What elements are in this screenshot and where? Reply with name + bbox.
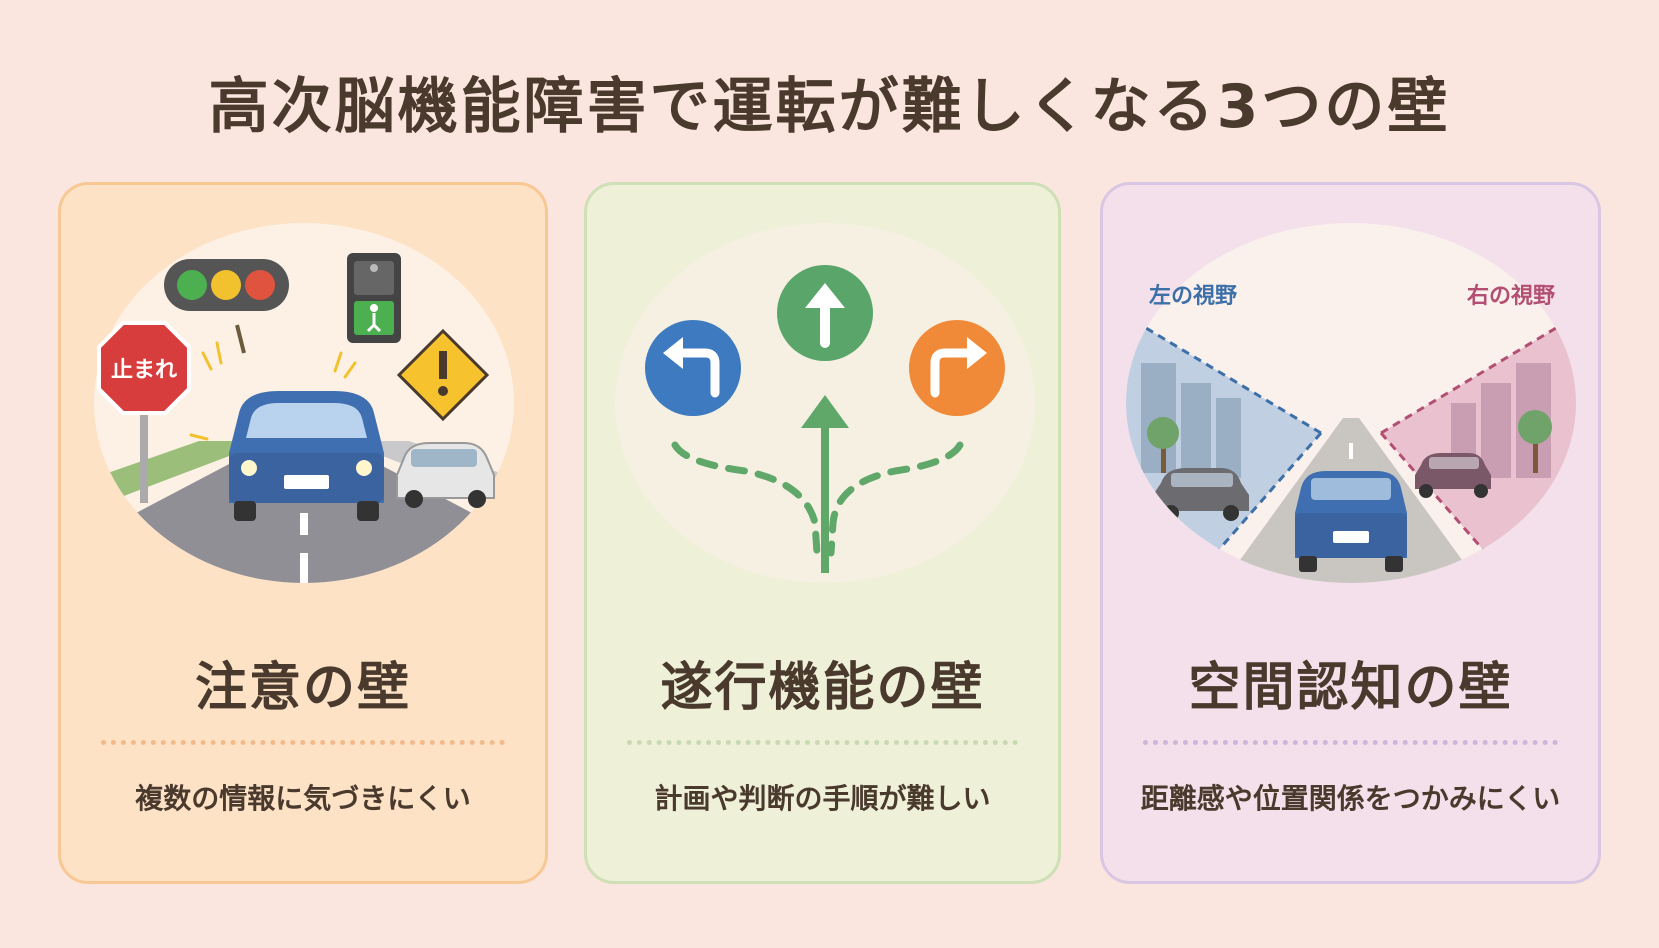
- attention-illustration: 止まれ: [94, 223, 514, 583]
- stop-sign-icon: 止まれ: [97, 321, 191, 503]
- turn-left-icon: [645, 320, 741, 416]
- tree-icon: [1147, 410, 1552, 473]
- card-spatial-cognition: 左の視野 右の視野 空間認知の壁 距離感や位置関係をつかみにくい: [1100, 182, 1601, 884]
- right-view-label: 右の視野: [1467, 284, 1555, 309]
- traffic-light-icon: [164, 259, 289, 354]
- turn-right-icon: [909, 320, 1005, 416]
- pedestrian-signal-icon: [347, 253, 401, 343]
- card-description: 計画や判断の手順が難しい: [654, 782, 991, 815]
- dotted-divider: [627, 740, 1018, 745]
- executive-illustration: [615, 223, 1035, 583]
- left-view-label: 左の視野: [1149, 283, 1237, 309]
- dotted-divider: [101, 740, 505, 745]
- dotted-divider: [1143, 740, 1558, 745]
- straight-arrow-icon: [777, 265, 873, 361]
- card-attention: 止まれ: [58, 182, 548, 884]
- page-title: 高次脳機能障害で運転が難しくなる3つの壁: [208, 72, 1451, 142]
- car-icon: [229, 391, 384, 521]
- spatial-illustration: 左の視野 右の視野: [1126, 223, 1576, 583]
- card-title: 遂行機能の壁: [660, 658, 985, 718]
- card-description: 複数の情報に気づきにくい: [135, 782, 471, 815]
- card-description: 距離感や位置関係をつかみにくい: [1140, 782, 1561, 815]
- card-title: 空間認知の壁: [1188, 658, 1513, 718]
- warning-sign-icon: [396, 328, 490, 422]
- card-executive-function: 遂行機能の壁 計画や判断の手順が難しい: [584, 182, 1061, 884]
- stop-sign-text: 止まれ: [111, 358, 177, 383]
- car-icon: [1295, 471, 1407, 572]
- card-title: 注意の壁: [194, 658, 411, 718]
